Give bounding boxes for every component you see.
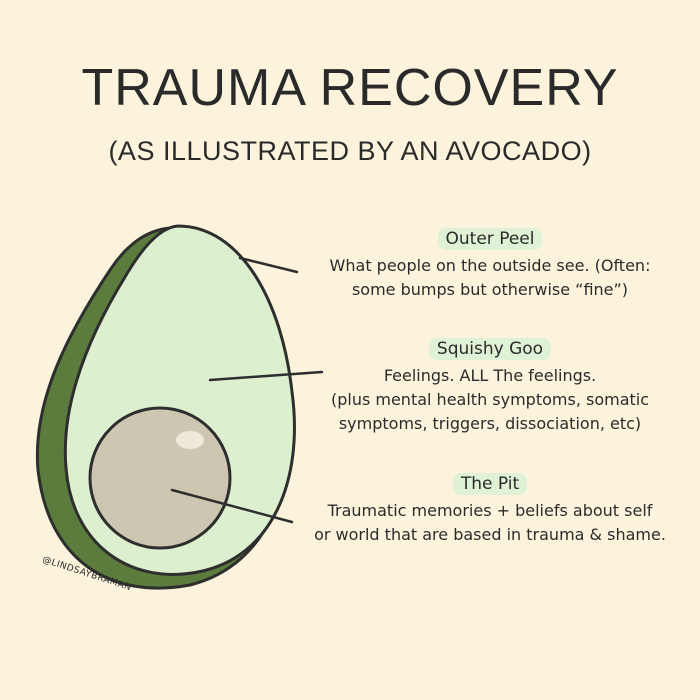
outer-peel-line: some bumps but otherwise “fine”) (351, 280, 629, 299)
pit-pointer (170, 488, 294, 524)
outer-peel-label: Outer Peel What people on the outside se… (300, 228, 680, 302)
pit-label: The Pit Traumatic memories + beliefs abo… (290, 473, 690, 547)
squishy-goo-line: Feelings. ALL The feelings. (383, 366, 597, 385)
squishy-goo-pointer (208, 370, 324, 382)
pit-description: Traumatic memories + beliefs about self … (290, 499, 690, 547)
page-title: TRAUMA RECOVERY (81, 59, 619, 117)
squishy-goo-description: Feelings. ALL The feelings. (plus mental… (300, 364, 680, 436)
pit-line: Traumatic memories + beliefs about self (327, 501, 653, 520)
outer-peel-pointer (238, 256, 299, 274)
pit-highlight (176, 431, 204, 449)
squishy-goo-label: Squishy Goo Feelings. ALL The feelings. … (300, 338, 680, 436)
page-subtitle: (AS ILLUSTRATED BY AN AVOCADO) (108, 136, 592, 166)
squishy-goo-line: (plus mental health symptoms, somatic (330, 390, 650, 409)
pit-heading: The Pit (452, 473, 528, 495)
outer-peel-heading: Outer Peel (437, 228, 543, 250)
squishy-goo-line: symptoms, triggers, dissociation, etc) (338, 414, 642, 433)
pit-line: or world that are based in trauma & sham… (314, 525, 666, 544)
outer-peel-line: What people on the outside see. (Often: (329, 256, 651, 275)
outer-peel-description: What people on the outside see. (Often: … (300, 254, 680, 302)
avocado-pit (88, 406, 232, 550)
squishy-goo-heading: Squishy Goo (428, 338, 552, 360)
